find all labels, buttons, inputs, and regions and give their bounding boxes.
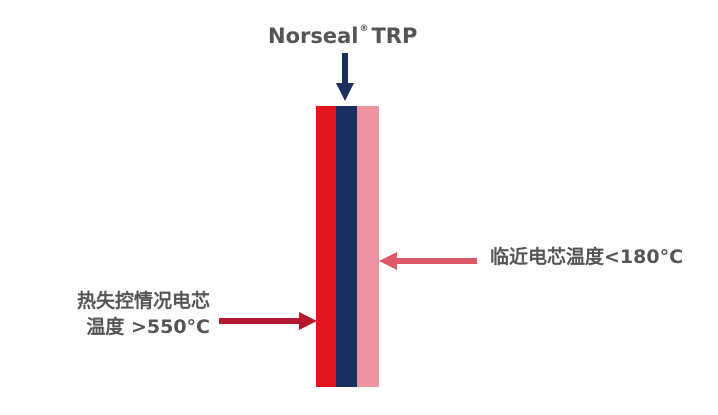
left-arrow-icon bbox=[219, 312, 317, 330]
layer-red bbox=[316, 106, 336, 387]
registered-mark: ® bbox=[359, 24, 369, 34]
layer-pink bbox=[357, 106, 379, 387]
product-title: Norseal®TRP bbox=[268, 24, 417, 48]
layer-navy bbox=[336, 106, 357, 387]
thermal-runaway-label-line2: 温度 >550°C bbox=[86, 316, 210, 338]
thermal-runaway-label: 热失控情况电芯 温度 >550°C bbox=[77, 288, 210, 340]
top-arrow-icon bbox=[336, 53, 354, 101]
product-suffix: TRP bbox=[371, 24, 418, 48]
thermal-runaway-label-line1: 热失控情况电芯 bbox=[76, 290, 210, 312]
adjacent-cell-temp-label: 临近电芯温度<180°C bbox=[490, 246, 684, 268]
right-arrow-icon bbox=[379, 252, 477, 270]
product-name: Norseal bbox=[268, 24, 359, 48]
